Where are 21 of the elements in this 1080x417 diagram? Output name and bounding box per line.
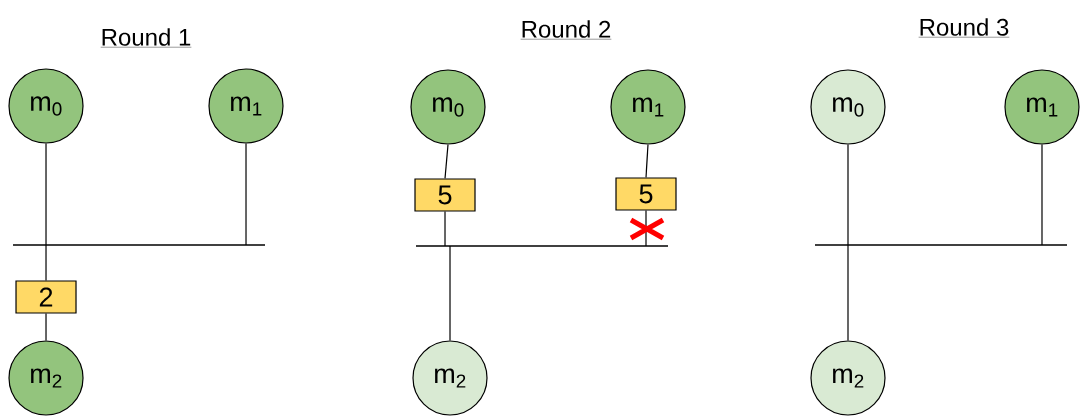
connector-line <box>45 313 47 341</box>
bus-line <box>416 245 668 247</box>
connector-line <box>645 210 647 247</box>
round-heading: Round 2 <box>520 20 612 40</box>
message-box: 2 <box>15 280 77 314</box>
connector-line <box>245 143 247 246</box>
connector-line <box>45 143 47 246</box>
message-box: 5 <box>615 177 677 211</box>
bus-line <box>13 244 265 246</box>
round-heading: Round 3 <box>918 18 1010 38</box>
connector-line <box>444 144 449 179</box>
connector-line <box>847 144 849 246</box>
connector-line <box>444 211 446 247</box>
connector-line <box>1041 144 1043 246</box>
message-box: 5 <box>414 178 476 212</box>
bus-line <box>815 244 1067 246</box>
connector-line <box>847 244 849 341</box>
round-heading: Round 1 <box>100 28 192 48</box>
connector-line <box>645 144 649 178</box>
connector-line <box>449 245 451 341</box>
connector-line <box>45 244 47 281</box>
